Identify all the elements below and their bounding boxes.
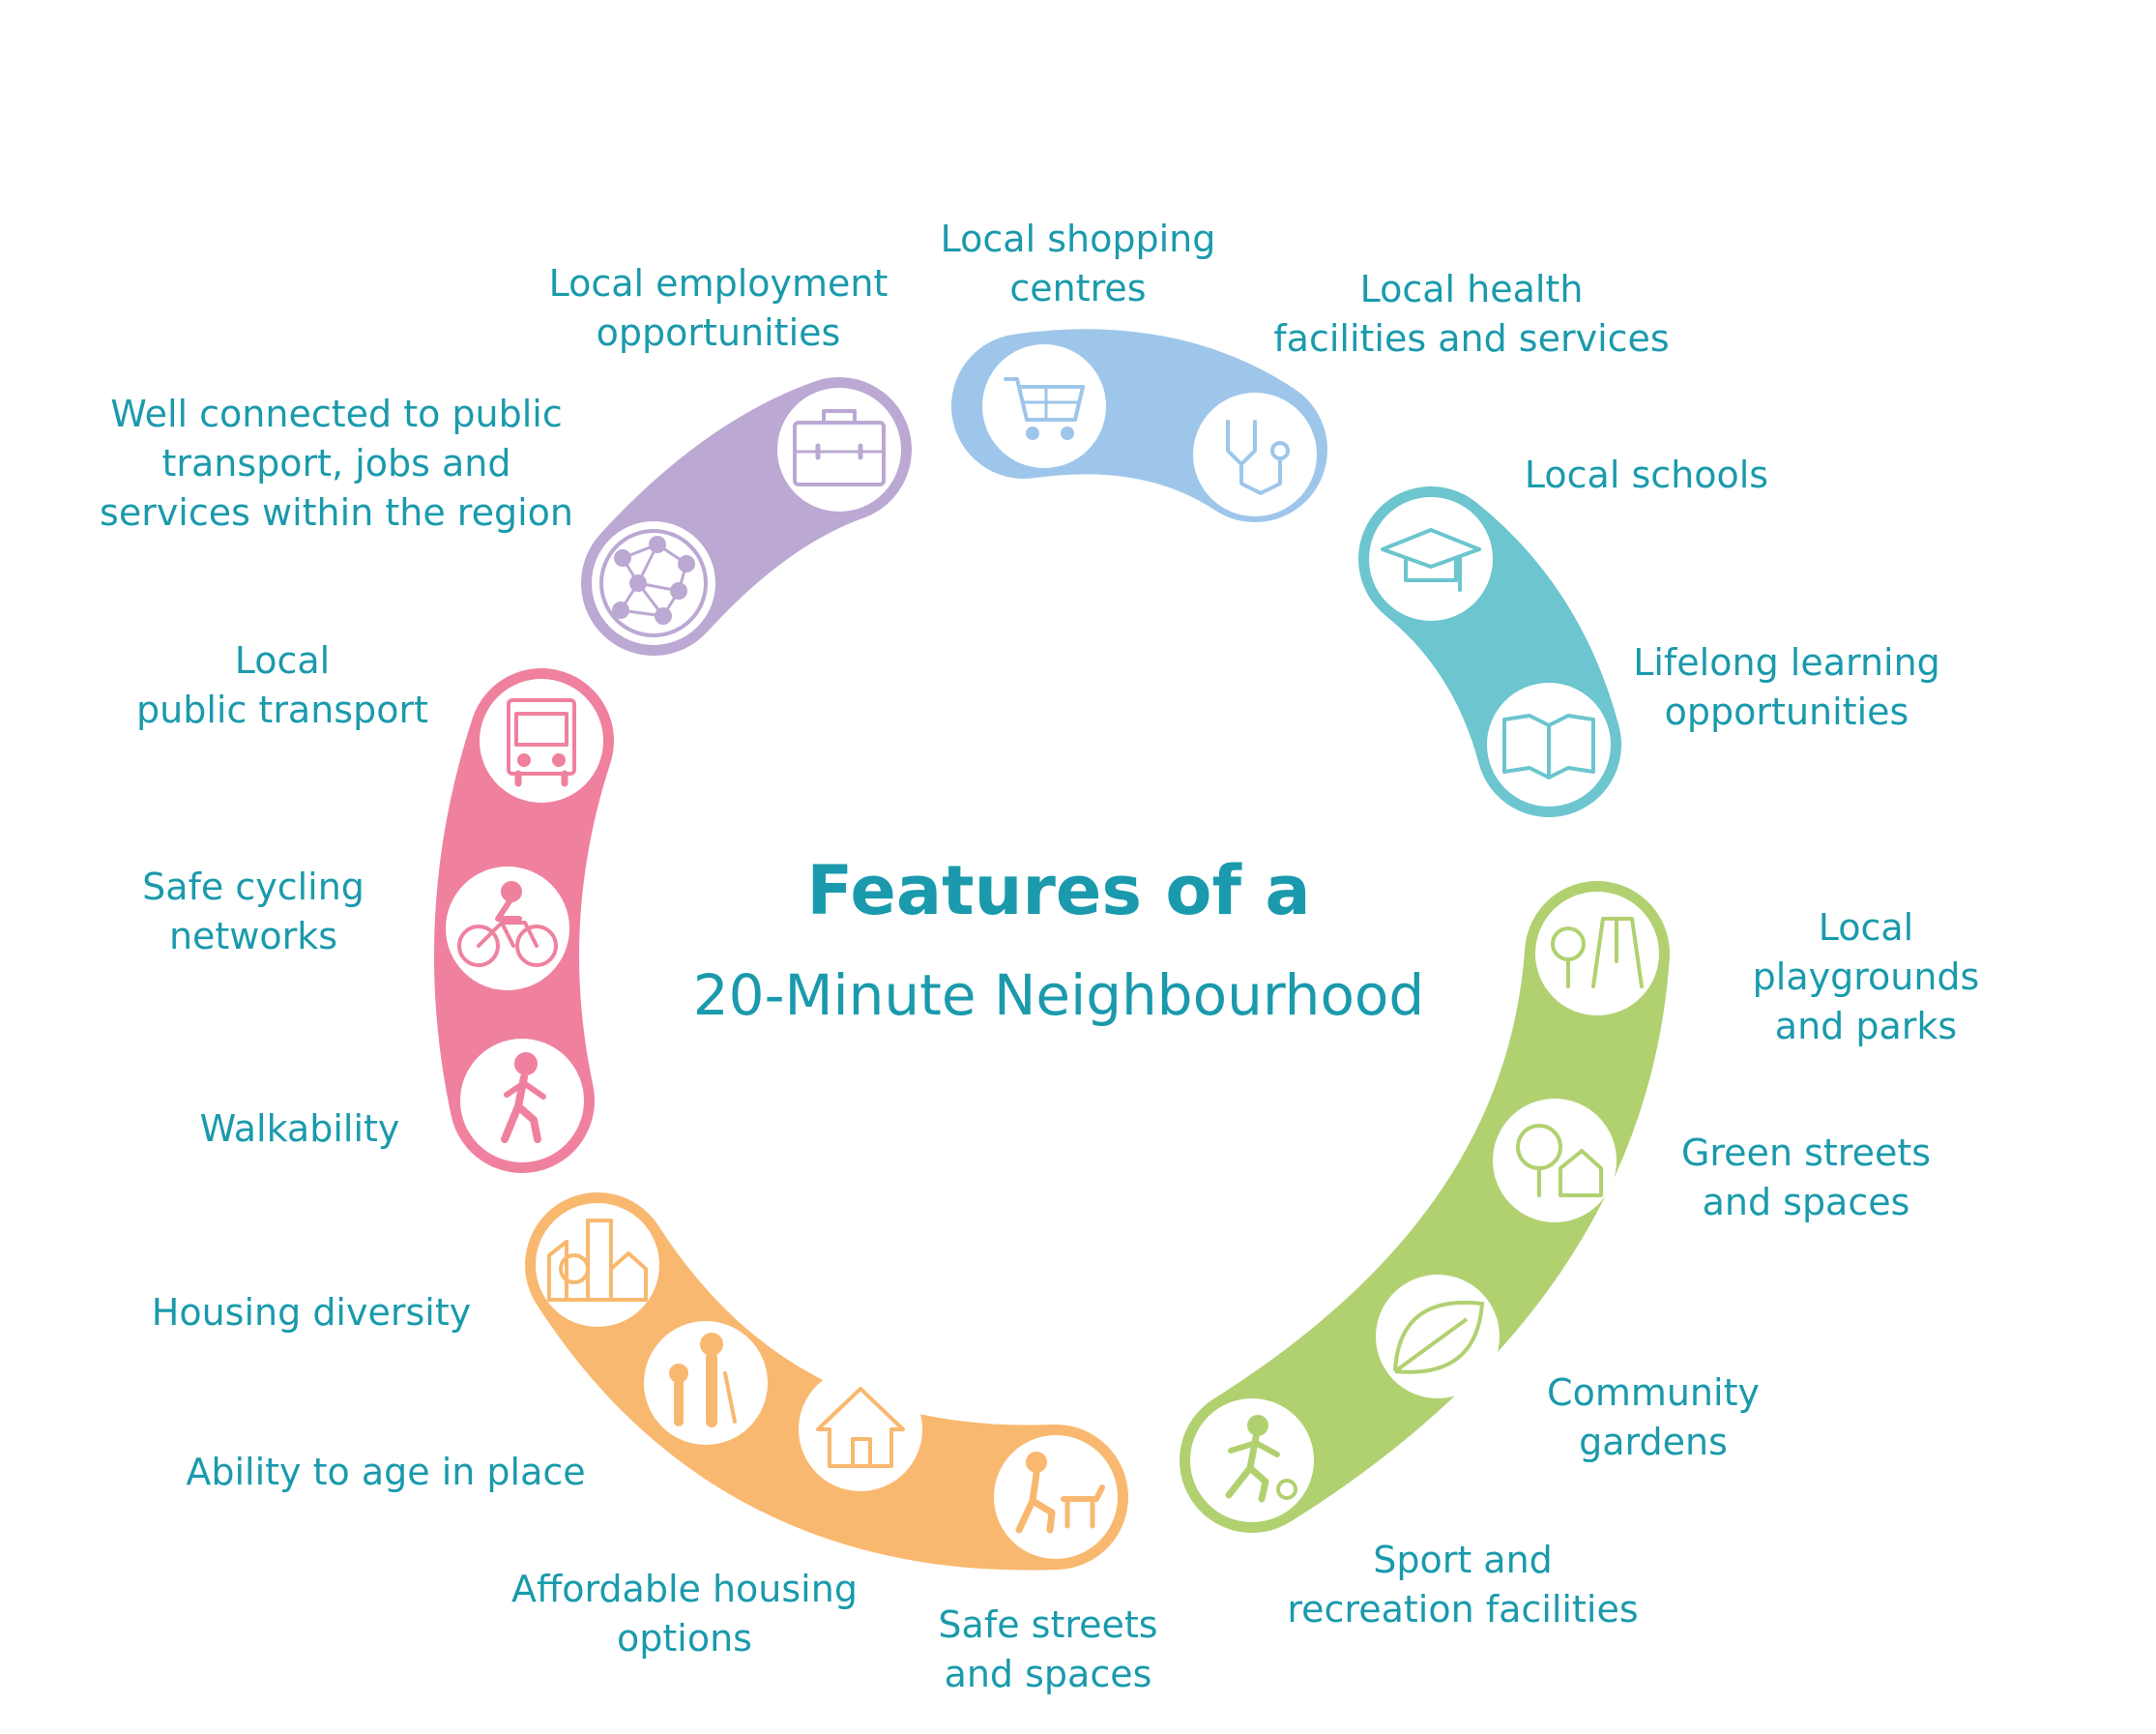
bus-icon (480, 679, 603, 803)
house-icon (799, 1367, 922, 1491)
network-globe-icon (592, 521, 715, 645)
label-safe-cycling: Safe cycling networks (142, 866, 364, 957)
open-book-icon (1487, 683, 1611, 807)
pedestrian-icon (460, 1039, 584, 1162)
diagram-title: Features of a (806, 851, 1311, 930)
label-green-streets: Green streets and spaces (1680, 1132, 1932, 1223)
label-local-schools: Local schools (1524, 454, 1769, 496)
label-safe-streets: Safe streets and spaces (938, 1603, 1158, 1695)
playground-icon (1535, 892, 1659, 1015)
person-with-dog-icon (994, 1435, 1118, 1559)
soccer-player-icon (1190, 1398, 1314, 1522)
graduation-cap-icon (1369, 497, 1493, 621)
label-affordable-housing: Affordable housing options (511, 1568, 858, 1660)
leaf-icon (1376, 1275, 1500, 1398)
elderly-and-child-icon (644, 1321, 768, 1445)
buildings-icon (536, 1203, 659, 1327)
diagram-subtitle: 20-Minute Neighbourhood (692, 962, 1425, 1028)
trees-house-icon (1493, 1099, 1617, 1222)
label-housing-diversity: Housing diversity (151, 1291, 472, 1334)
label-local-health: Local health facilities and services (1273, 268, 1670, 360)
label-sport-recreation: Sport and recreation facilities (1287, 1539, 1639, 1631)
label-age-in-place: Ability to age in place (186, 1451, 586, 1493)
green-segment (1180, 881, 1670, 1533)
shopping-cart-icon (982, 344, 1106, 468)
label-playgrounds: Local playgrounds and parks (1752, 906, 1980, 1047)
label-lifelong-learning: Lifelong learning opportunities (1633, 641, 1940, 733)
cyclist-icon (446, 867, 569, 990)
label-local-shopping: Local shopping centres (940, 218, 1216, 309)
orange-segment (525, 1192, 1128, 1571)
label-local-employment: Local employment opportunities (548, 262, 889, 354)
briefcase-icon (777, 388, 901, 512)
label-walkability: Walkability (199, 1107, 400, 1150)
label-community-gardens: Community gardens (1547, 1371, 1760, 1463)
stethoscope-icon (1193, 393, 1317, 516)
label-well-connected: Well connected to public transport, jobs… (100, 393, 573, 534)
label-public-transport: Local public transport (136, 639, 428, 731)
